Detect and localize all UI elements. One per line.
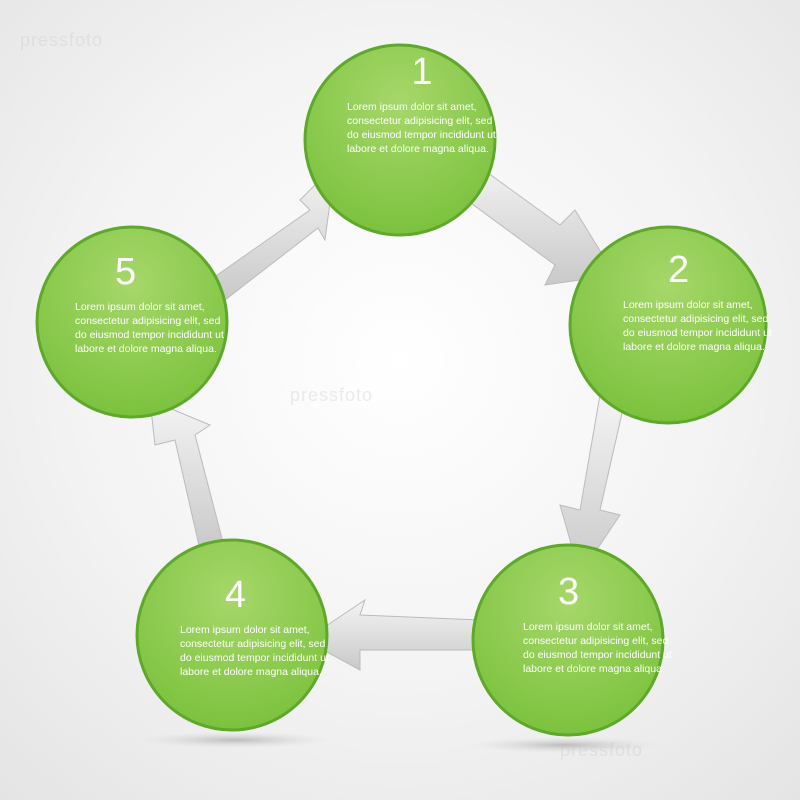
arrow-4-to-5 (149, 399, 226, 551)
step-number: 5 (115, 251, 137, 293)
step-circle-4 (135, 538, 329, 732)
circles (35, 43, 768, 753)
step-number: 1 (411, 51, 433, 93)
step-1: 1 Lorem ipsum dolor sit amet, consectetu… (347, 52, 497, 156)
step-number: 2 (668, 249, 690, 291)
step-text: Lorem ipsum dolor sit amet, consectetur … (180, 624, 329, 678)
step-circle-1 (303, 43, 497, 237)
watermark: pressfoto (20, 30, 104, 50)
step-circle-5 (35, 225, 229, 419)
step-circle-2 (568, 225, 768, 425)
step-text: Lorem ipsum dolor sit amet, consectetur … (75, 301, 224, 355)
step-number: 3 (558, 571, 580, 613)
step-text: Lorem ipsum dolor sit amet, consectetur … (347, 101, 496, 155)
step-4: 4 Lorem ipsum dolor sit amet, consectetu… (180, 575, 330, 679)
step-5: 5 Lorem ipsum dolor sit amet, consectetu… (75, 252, 225, 356)
step-2: 2 Lorem ipsum dolor sit amet, consectetu… (623, 250, 773, 354)
arrow-3-to-4 (304, 598, 481, 671)
arrow-2-to-3 (559, 394, 626, 577)
step-3: 3 Lorem ipsum dolor sit amet, consectetu… (523, 572, 673, 676)
step-number: 4 (225, 574, 247, 616)
step-text: Lorem ipsum dolor sit amet, consectetur … (523, 621, 672, 675)
watermark: pressfoto (560, 740, 644, 760)
step-circle-3 (471, 543, 665, 737)
step-text: Lorem ipsum dolor sit amet, consectetur … (623, 299, 772, 353)
watermark: pressfoto (290, 385, 374, 405)
arrows (149, 159, 626, 671)
